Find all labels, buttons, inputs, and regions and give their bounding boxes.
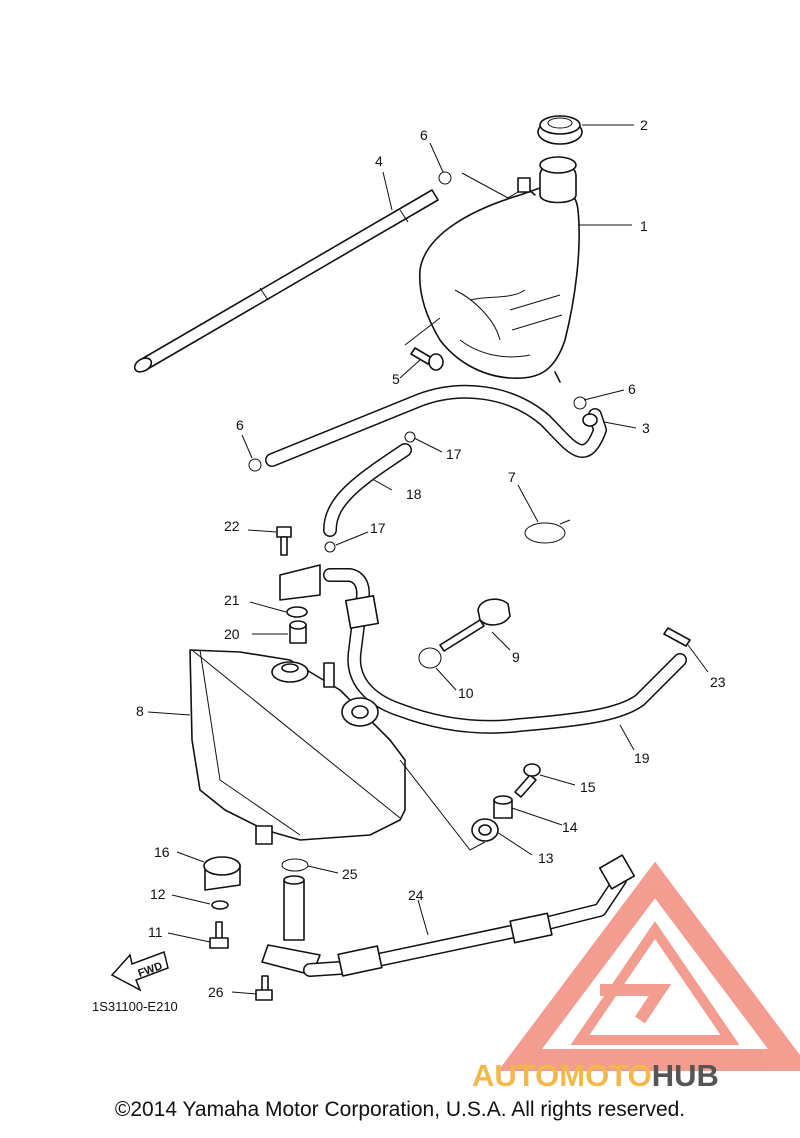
part-label: 26: [208, 984, 224, 1000]
leader-lines: [147, 124, 709, 995]
bolt-15: [514, 763, 541, 798]
part-label: 25: [342, 866, 358, 882]
collar-20: [289, 620, 307, 644]
main-tank: [189, 649, 406, 845]
part-label: 9: [512, 649, 520, 665]
part-label: 2: [640, 117, 648, 133]
part-label: 6: [628, 381, 636, 397]
part-label: 19: [634, 750, 650, 766]
clamp-6a: [438, 171, 452, 185]
damper-16: [203, 856, 241, 891]
washer-12: [211, 900, 229, 910]
part-label: 1: [640, 218, 648, 234]
part-label: 14: [562, 819, 578, 835]
pipe-24: [303, 854, 636, 977]
part-label: 6: [236, 417, 244, 433]
part-label: 8: [136, 703, 144, 719]
part-labels: 1 2 3 4 5 6 6 6 7 8 9 10 11 12 13 14 15 …: [136, 117, 726, 1000]
tank-cap: [537, 115, 583, 145]
bolt-5: [410, 347, 444, 371]
clamp-6b: [573, 396, 587, 410]
part-label: 11: [148, 924, 163, 940]
part-label: 16: [154, 844, 170, 860]
part-label: 22: [224, 518, 240, 534]
copyright-notice: ©2014 Yamaha Motor Corporation, U.S.A. A…: [114, 1098, 686, 1121]
part-label: 21: [224, 592, 240, 608]
strainer: [261, 875, 321, 976]
clip-7: [524, 519, 571, 544]
filler-cap-9: [439, 598, 511, 652]
collar-14: [493, 795, 513, 819]
part-label: 7: [508, 469, 516, 485]
o-ring-10: [418, 647, 442, 669]
part-label: 17: [446, 446, 462, 462]
part-label: 23: [710, 674, 726, 690]
o-ring-25: [281, 858, 309, 872]
part-label: 24: [408, 887, 424, 903]
clamp-17b: [324, 541, 336, 553]
hose-3: [265, 384, 607, 467]
part-label: 18: [406, 486, 422, 502]
watermark-logo: [498, 861, 800, 1071]
watermark-brand-part1: AUTOMOTO: [472, 1058, 652, 1093]
clamp-23: [663, 627, 691, 647]
part-label: 15: [580, 779, 596, 795]
watermark-text: AUTOMOTOHUB: [472, 1058, 719, 1093]
bolt-26: [255, 975, 273, 1001]
watermark-brand-part2: HUB: [652, 1058, 719, 1093]
fwd-arrow-icon: FWD: [110, 951, 169, 992]
part-label: 12: [150, 886, 166, 902]
clamp-6c: [248, 458, 262, 472]
part-label: 10: [458, 685, 474, 701]
washer-21: [286, 606, 308, 618]
drawing-code: 1S31100-E210: [92, 999, 178, 1014]
part-label: 17: [370, 520, 386, 536]
part-label: 20: [224, 626, 240, 642]
pipe-breather: [133, 189, 439, 373]
bracket: [279, 564, 321, 601]
part-label: 3: [642, 420, 650, 436]
bolt-11: [209, 921, 229, 949]
part-label: 5: [392, 371, 400, 387]
pipe-19: [323, 568, 687, 734]
clamp-17a: [404, 431, 416, 443]
grommet-13: [471, 818, 499, 842]
bolt-22: [276, 526, 292, 556]
hose-18: [323, 443, 412, 537]
part-label: 6: [420, 127, 428, 143]
part-label: 13: [538, 850, 554, 866]
oil-tank: [418, 156, 580, 383]
part-label: 4: [375, 153, 383, 169]
